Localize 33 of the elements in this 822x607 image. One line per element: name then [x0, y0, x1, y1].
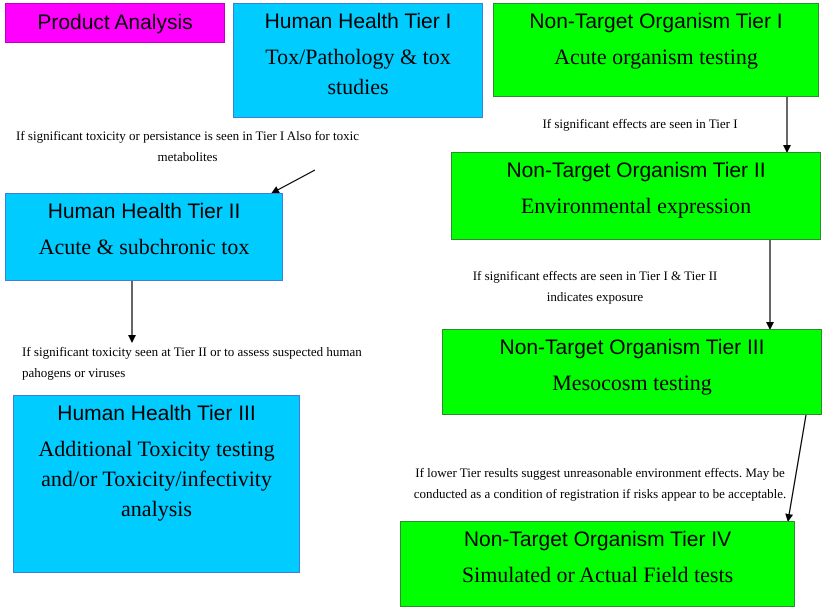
box-description: Simulated or Actual Field tests: [462, 561, 734, 590]
box-heading: Human Health Tier III: [57, 402, 256, 426]
condition-note: If lower Tier results suggest unreasonable environment effects. May be conducted as a condition of registration if risks appear to be acceptable.: [412, 464, 788, 503]
tier-box: [451, 152, 821, 240]
box-heading: Non-Target Organism Tier III: [500, 336, 764, 360]
box-heading: Non-Target Organism Tier I: [529, 10, 783, 34]
condition-note: If significant toxicity or persistance is seen in Tier I Also for toxic metabolites: [5, 126, 370, 168]
box-description: Additional Toxicity testing and/or Toxicity/infectivity analysis: [37, 435, 276, 523]
tier-box: [400, 521, 795, 607]
tier-box: [5, 3, 225, 43]
arrow: [783, 97, 791, 153]
arrow: [785, 414, 807, 522]
tier-box: [493, 3, 819, 97]
box-description: Acute & subchronic tox: [38, 233, 250, 262]
condition-note: If significant effects are seen in Tier I: [541, 115, 739, 133]
box-description: Tox/Pathology & tox studies: [264, 43, 452, 101]
condition-note: If significant effects are seen in Tier I & Tier II indicates exposure: [472, 267, 718, 306]
box-description: Acute organism testing: [554, 43, 758, 72]
arrow: [128, 281, 136, 343]
arrow: [766, 240, 774, 330]
tier-box: [5, 193, 283, 281]
tier-box: [13, 395, 300, 573]
box-heading: Non-Target Organism Tier IV: [464, 528, 732, 552]
tier-box: [442, 329, 822, 415]
box-description: Environmental expression: [520, 192, 752, 220]
box-heading: Human Health Tier I: [264, 10, 452, 34]
box-heading: Product Analysis: [37, 10, 193, 36]
box-heading: Human Health Tier II: [48, 200, 240, 224]
condition-note: If significant toxicity seen at Tier II or to assess suspected human pahogens or viruses: [22, 342, 362, 384]
box-heading: Non-Target Organism Tier II: [506, 159, 766, 184]
arrow: [271, 169, 316, 194]
box-description: Mesocosm testing: [552, 369, 712, 398]
tier-box: [233, 3, 483, 118]
